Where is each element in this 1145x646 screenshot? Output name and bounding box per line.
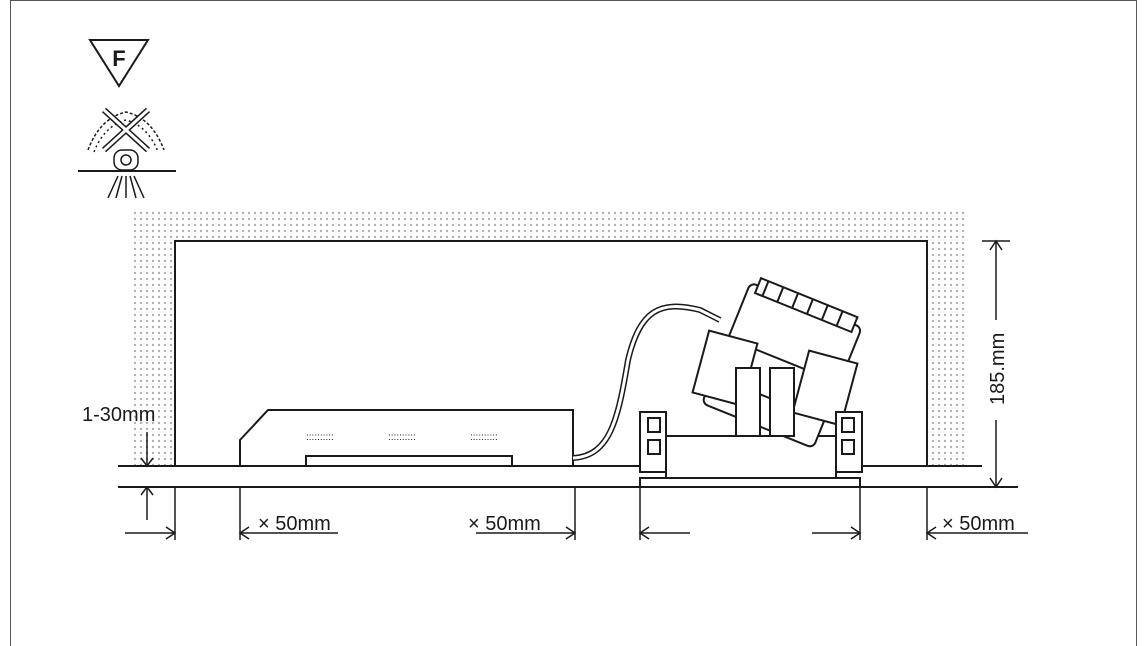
dimension-ceiling-thickness — [140, 432, 154, 520]
ceiling-board — [118, 465, 1018, 488]
cavity-height-label: 185.mm — [987, 333, 1009, 405]
dimension-clearance-middle — [476, 487, 690, 540]
downlight-fixture — [639, 276, 863, 488]
dimension-cavity-height — [982, 239, 1010, 489]
svg-text:::::::::::: :::::::::: — [470, 432, 498, 443]
clearance-middle-label: × 50mm — [468, 513, 541, 535]
clearance-left-label: × 50mm — [258, 513, 331, 535]
cavity-insulation-zone — [134, 210, 968, 466]
clearance-right-label: × 50mm — [942, 513, 1015, 535]
f-triangle-icon: F — [88, 39, 150, 88]
cavity-outline — [174, 240, 928, 466]
ceiling-thickness-label: 1-30mm — [82, 404, 155, 426]
diagram-frame — [10, 0, 1137, 646]
dimension-clearance-right — [812, 487, 1028, 540]
svg-text:::::::::::: :::::::::: — [388, 432, 416, 443]
no-insulation-cover-icon — [78, 107, 176, 199]
dimension-clearance-left — [125, 487, 338, 540]
driver-box: :::::::::: :::::::::: :::::::::: — [239, 409, 574, 467]
f-mark-label: F — [112, 46, 125, 71]
svg-text:::::::::::: :::::::::: — [306, 432, 334, 443]
